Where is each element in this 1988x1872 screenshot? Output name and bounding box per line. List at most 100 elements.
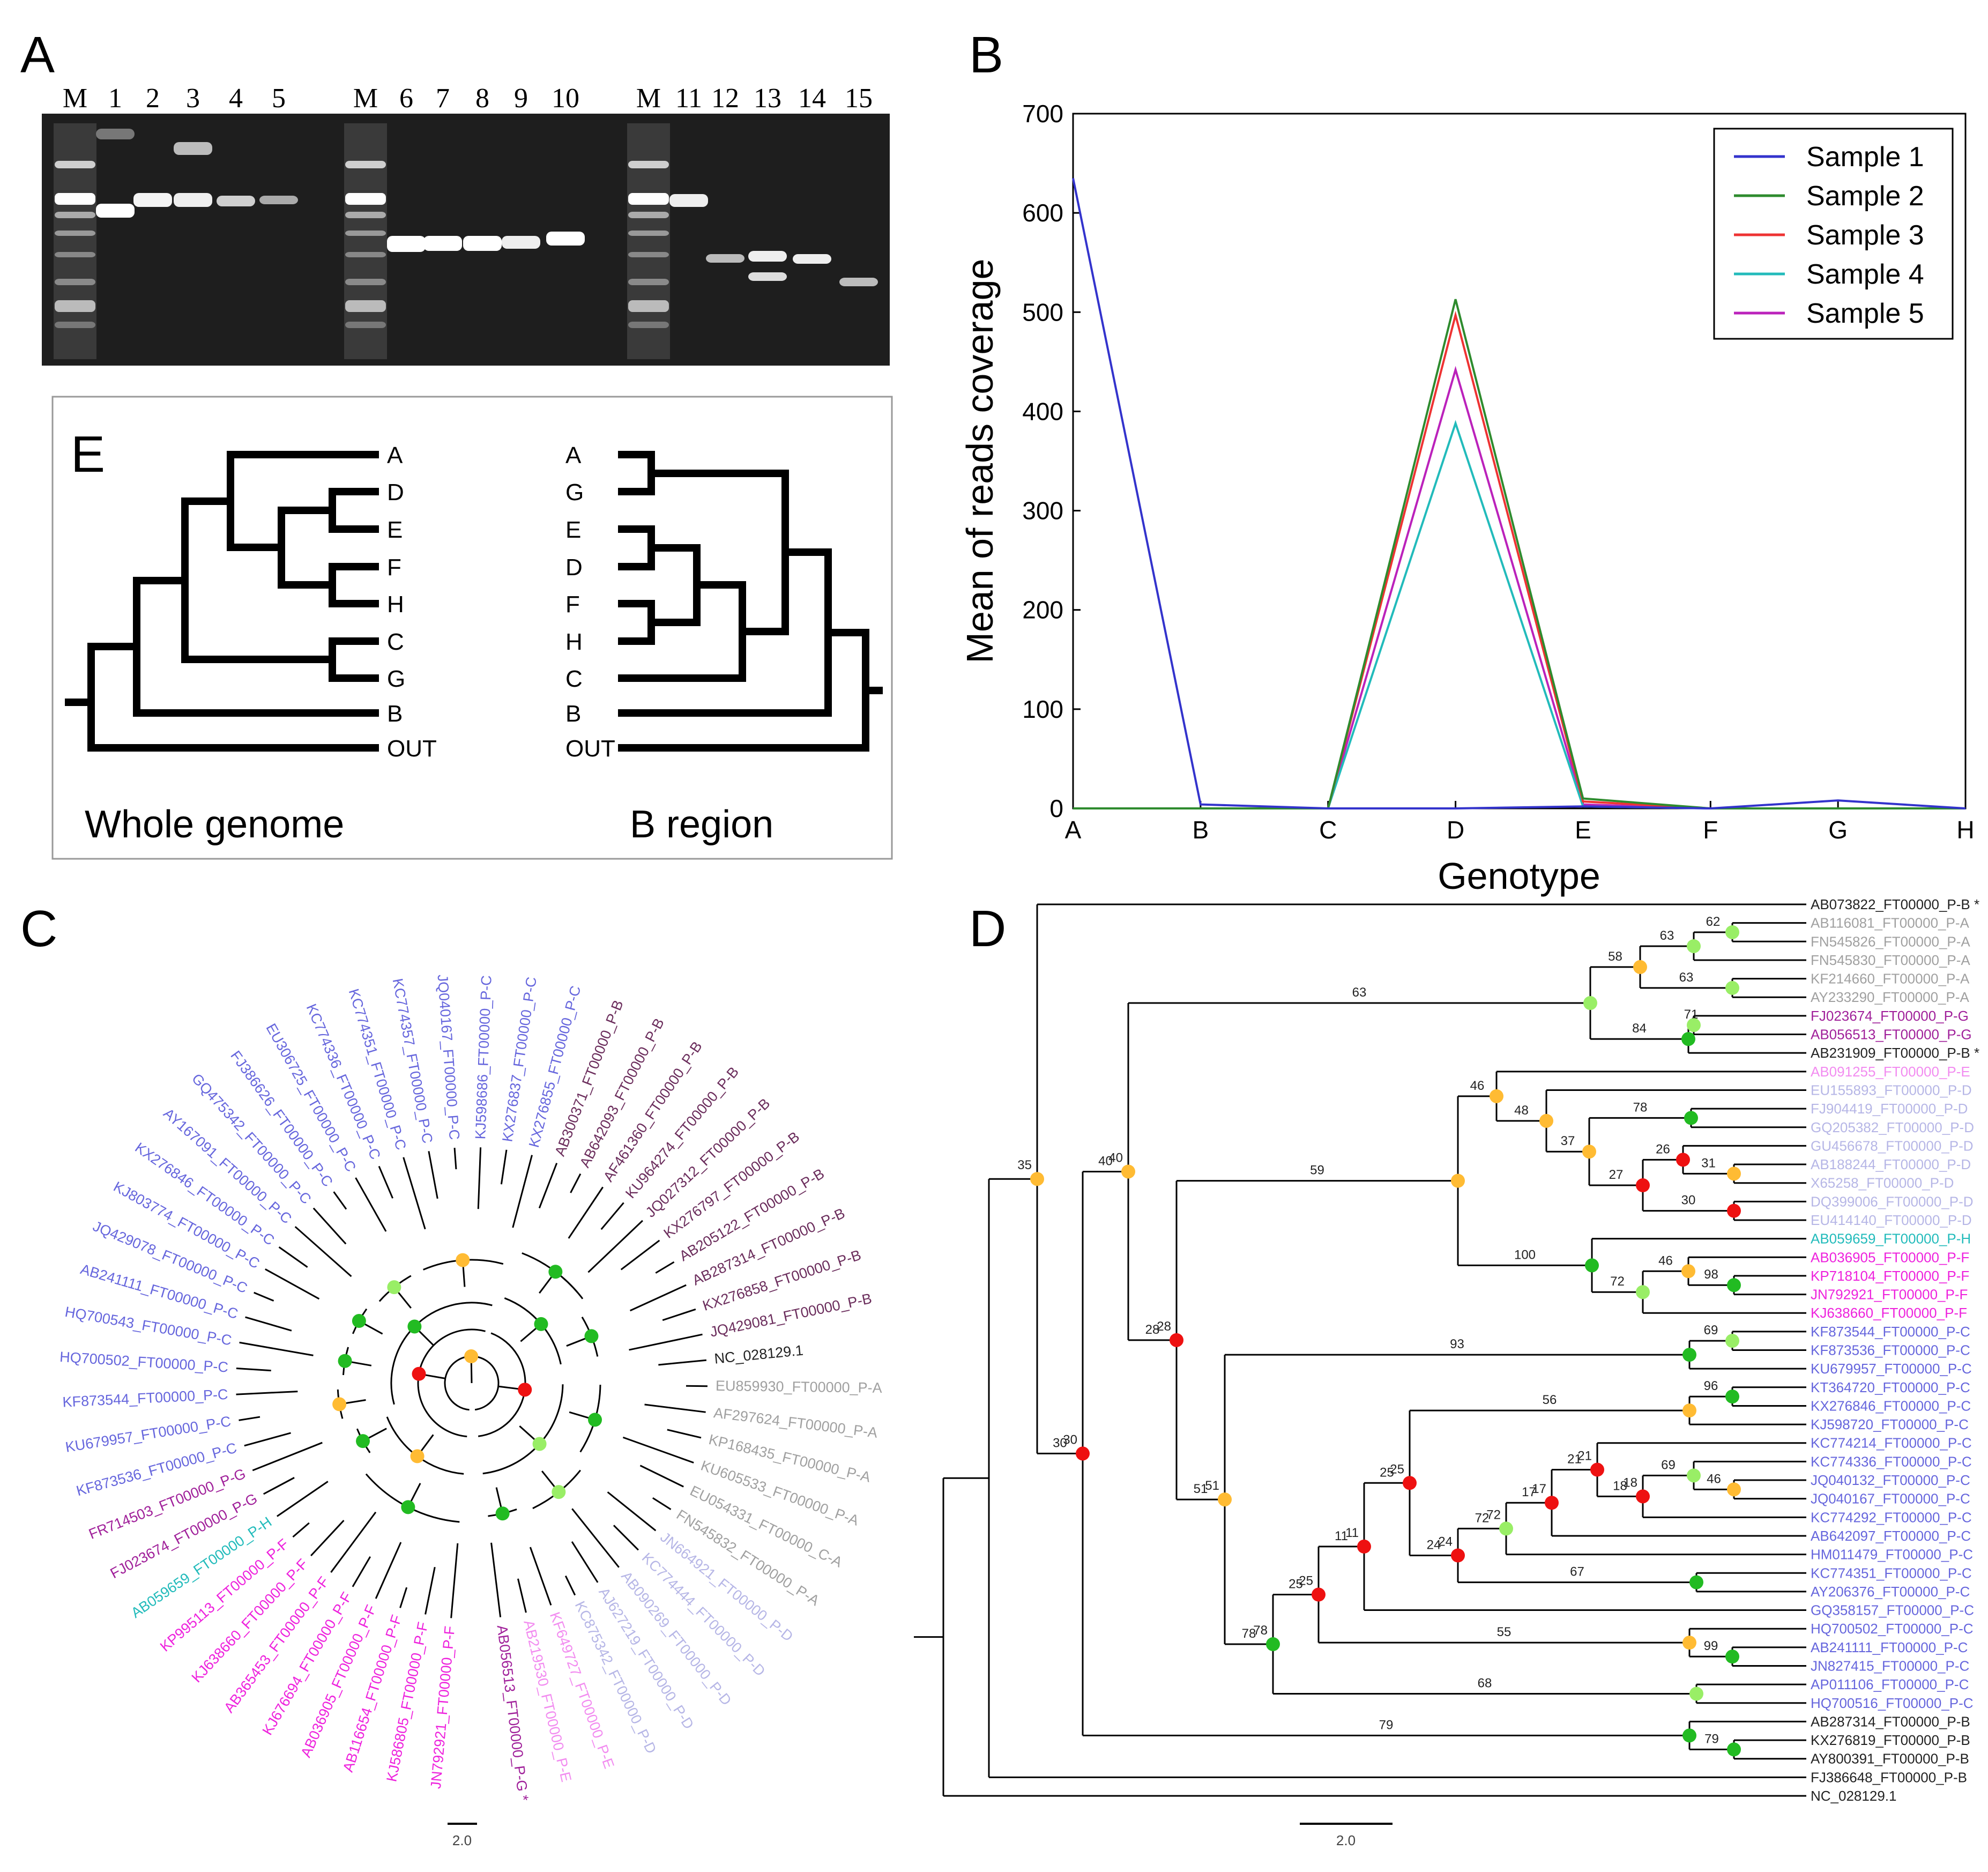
bootstrap-value: 11 bbox=[1345, 1526, 1359, 1540]
tree-branch bbox=[629, 1333, 703, 1351]
tree-leaf-label: GQ205382_FT00000_P-D bbox=[1811, 1119, 1974, 1135]
support-node bbox=[1076, 1446, 1090, 1461]
lane-label: M bbox=[63, 83, 87, 114]
gel-band bbox=[174, 142, 212, 155]
tree-leaf-label: KJ638660_FT00000_P-F bbox=[1811, 1305, 1967, 1321]
x-tick-label: H bbox=[1956, 816, 1974, 844]
marker-band bbox=[628, 193, 669, 205]
marker-band bbox=[628, 279, 669, 285]
tree-leaf-label: JN792921_FT00000_P-F bbox=[1811, 1287, 1968, 1303]
support-node bbox=[338, 1354, 352, 1368]
tree-leaf-label: KF873536_FT00000_P-C bbox=[1811, 1342, 1970, 1358]
tree-leaf-label: AF297624_FT00000_P-A bbox=[713, 1405, 878, 1441]
marker-band bbox=[55, 231, 95, 236]
tree-branch bbox=[312, 1207, 347, 1245]
bootstrap-value: 40 bbox=[1098, 1154, 1113, 1168]
tree-branch bbox=[425, 1566, 436, 1615]
support-node bbox=[401, 1500, 415, 1514]
tree-leaf-label: JN827415_FT00000_P-C bbox=[1811, 1658, 1969, 1674]
bootstrap-value: 98 bbox=[1704, 1267, 1718, 1282]
support-node bbox=[1451, 1173, 1465, 1188]
cladogram-leaf-label: F bbox=[565, 591, 580, 618]
lane-label: 8 bbox=[475, 83, 489, 114]
tree-branch bbox=[607, 1491, 657, 1532]
tree-branch bbox=[236, 1391, 298, 1395]
y-tick-label: 600 bbox=[1022, 199, 1063, 227]
support-node bbox=[1539, 1113, 1553, 1128]
y-tick-label: 400 bbox=[1022, 397, 1063, 425]
support-node bbox=[534, 1317, 548, 1331]
support-node bbox=[1030, 1172, 1044, 1186]
bootstrap-value: 68 bbox=[1478, 1676, 1492, 1690]
tree-branch bbox=[352, 1556, 371, 1587]
support-node bbox=[1636, 1489, 1650, 1504]
support-node bbox=[1725, 1390, 1739, 1404]
tree-leaf-label: AB056513_FT00000_P-G bbox=[1811, 1027, 1972, 1043]
bootstrap-value: 79 bbox=[1704, 1732, 1719, 1746]
tree-leaf-label: KC774336_FT00000_P-C bbox=[1811, 1453, 1972, 1469]
support-node bbox=[464, 1349, 479, 1364]
support-node bbox=[532, 1437, 547, 1451]
bootstrap-value: 17 bbox=[1522, 1485, 1536, 1499]
bootstrap-value: 46 bbox=[1707, 1472, 1721, 1486]
marker-band bbox=[628, 212, 669, 218]
tree-branch bbox=[378, 1165, 393, 1199]
b-region-title: B region bbox=[630, 803, 773, 846]
support-node bbox=[1218, 1492, 1232, 1507]
support-node bbox=[1682, 1403, 1696, 1418]
tree-branch bbox=[239, 1341, 314, 1356]
tree-leaf-label: KF873544_FT00000_P-C bbox=[1811, 1324, 1970, 1340]
bootstrap-value: 100 bbox=[1514, 1247, 1536, 1262]
support-node bbox=[1687, 1018, 1701, 1032]
tree-leaf-label: GQ358157_FT00000_P-C bbox=[1811, 1602, 1974, 1618]
legend-label: Sample 3 bbox=[1806, 220, 1924, 251]
legend-label: Sample 1 bbox=[1806, 142, 1924, 173]
legend-label: Sample 2 bbox=[1806, 181, 1924, 212]
bootstrap-value: 25 bbox=[1289, 1577, 1303, 1592]
gel-band bbox=[387, 236, 426, 252]
tree-leaf-label: FJ023674_FT00000_P-G bbox=[1811, 1008, 1969, 1024]
y-tick-label: 300 bbox=[1022, 497, 1063, 525]
bootstrap-value: 24 bbox=[1438, 1534, 1453, 1549]
support-node bbox=[1682, 1348, 1696, 1362]
support-node bbox=[1490, 1089, 1503, 1103]
tree-leaf-label: AB241111_FT00000_P-C bbox=[1811, 1639, 1968, 1655]
tree-branch bbox=[639, 1465, 684, 1488]
marker-band bbox=[55, 279, 95, 285]
support-node bbox=[1681, 1264, 1695, 1279]
cladogram-leaf-label: F bbox=[387, 554, 401, 581]
support-node bbox=[588, 1413, 602, 1427]
cladogram-leaf-label: H bbox=[387, 591, 404, 618]
gel-band bbox=[839, 278, 878, 286]
y-axis-label: Mean of reads coverage bbox=[959, 259, 1001, 664]
support-node bbox=[352, 1314, 366, 1328]
bootstrap-value: 24 bbox=[1427, 1537, 1441, 1552]
marker-band bbox=[628, 252, 669, 257]
legend-label: Sample 5 bbox=[1806, 298, 1924, 329]
tree-leaf-label: HQ700516_FT00000_P-C bbox=[1811, 1695, 1974, 1711]
support-node bbox=[1725, 980, 1739, 995]
bootstrap-value: 69 bbox=[1704, 1323, 1718, 1338]
marker-band bbox=[55, 300, 95, 312]
marker-band bbox=[345, 193, 386, 205]
tree-leaf-label: KF214660_FT00000_P-A bbox=[1811, 971, 1970, 987]
tree-leaf-label: KJ598686_FT00000_P-C bbox=[472, 975, 495, 1140]
tree-branch bbox=[667, 1429, 702, 1439]
bootstrap-value: 37 bbox=[1561, 1134, 1575, 1148]
bootstrap-value: 63 bbox=[1352, 985, 1367, 1000]
y-tick-label: 200 bbox=[1022, 596, 1063, 624]
bootstrap-value: 63 bbox=[1660, 928, 1674, 943]
marker-band bbox=[55, 322, 95, 328]
bootstrap-value: 25 bbox=[1390, 1462, 1404, 1476]
x-tick-label: E bbox=[1575, 816, 1591, 844]
y-tick-label: 0 bbox=[1049, 794, 1063, 822]
marker-band bbox=[55, 193, 95, 205]
tree-branch bbox=[564, 1575, 576, 1596]
tree-leaf-label: JN792921_FT00000_P-F bbox=[428, 1625, 458, 1789]
bootstrap-value: 46 bbox=[1658, 1253, 1673, 1268]
support-node bbox=[1636, 1285, 1650, 1299]
support-node bbox=[1451, 1548, 1465, 1563]
bootstrap-value: 72 bbox=[1610, 1274, 1625, 1289]
